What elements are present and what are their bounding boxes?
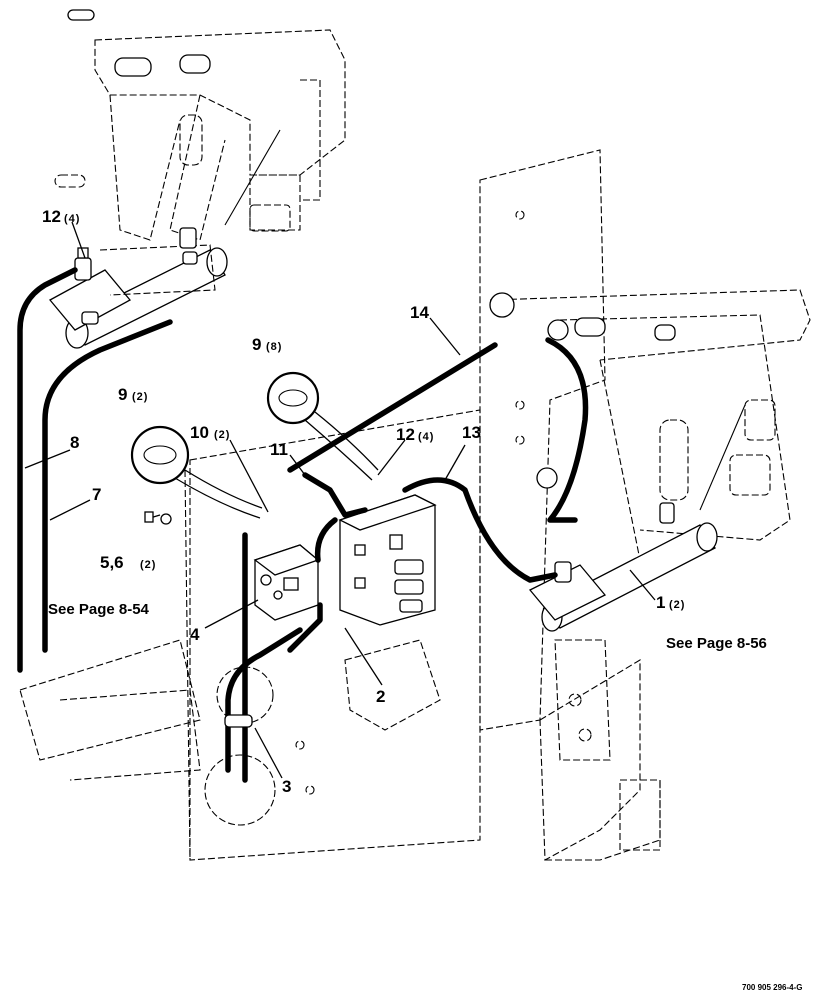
callout-10: 10 (2) [190,423,230,442]
hose-7 [42,319,173,653]
callout-3: 3 [282,777,291,796]
callout-11: 11 [270,440,288,459]
o-ring-inset-8 [266,371,379,481]
callout-8: 8 [70,433,79,452]
callout-12-center: 12 (4) [396,425,434,444]
callout-12-left: 12 (4) [42,207,80,226]
left-lift-arm-assembly [48,9,346,349]
right-cylinder [528,502,718,632]
hose-2 [287,517,338,653]
svg-text:(2): (2) [214,429,230,441]
svg-text:(2): (2) [140,559,156,571]
callout-9-8: 9 (8) [252,335,282,354]
callout-9-2: 9 (2) [118,385,148,404]
callout-2: 2 [376,687,385,706]
svg-text:(8): (8) [266,341,282,353]
hose-1-return [545,337,589,523]
fitting-12-left-b [179,227,197,249]
callout-4: 4 [190,625,200,644]
svg-text:(2): (2) [132,391,148,403]
svg-text:(4): (4) [418,431,434,443]
hose-11 [302,472,368,518]
right-lift-arm-assembly [489,289,811,632]
callout-7: 7 [92,485,101,504]
callout-1: 1 (2) [656,593,685,612]
svg-text:10: 10 [190,423,209,442]
callout-14: 14 [410,303,429,322]
svg-text:(4): (4) [64,213,80,225]
left-cylinder [48,244,228,349]
callout-5-6: 5,6 (2) [100,553,156,572]
svg-text:5,6: 5,6 [100,553,124,572]
svg-text:9: 9 [252,335,261,354]
hose-13 [402,477,558,583]
hose-8 [17,267,78,673]
svg-text:12: 12 [42,207,61,226]
right-frame [479,149,661,861]
pin [67,9,95,21]
control-valve-assembly [253,544,320,621]
hose-3-bundle-b [225,627,303,773]
drawing-code: 700 905 296-4-G [742,983,803,992]
o-ring-inset-2 [130,425,263,519]
hose-14 [287,342,498,473]
callout-leaders [24,221,656,779]
svg-text:(2): (2) [669,599,685,611]
see-page-cylinder: See Page 8-56 [666,635,767,652]
svg-text:12: 12 [396,425,415,444]
hoses [17,267,589,783]
manifold-block [338,494,437,626]
svg-text:9: 9 [118,385,127,404]
svg-text:1: 1 [656,593,665,612]
callout-13: 13 [462,423,481,442]
see-page-valve: See Page 8-54 [48,601,150,618]
